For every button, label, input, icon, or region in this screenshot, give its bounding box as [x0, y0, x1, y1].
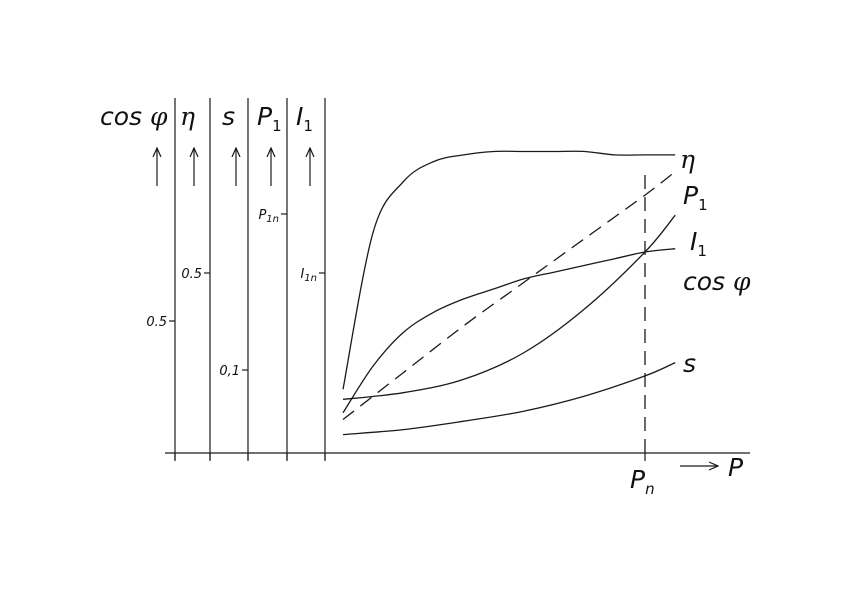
axis-tick-label-3: P1n [258, 208, 279, 225]
series-label-0: η [680, 145, 695, 174]
axis-tick-label-2: 0,1 [219, 364, 240, 379]
series-line-1 [342, 171, 676, 421]
series-label-4: s [683, 349, 696, 378]
scale-axis-label-3: P1 [257, 102, 282, 135]
series-label-2: I1 [690, 227, 707, 260]
scale-axis-label-2: s [222, 102, 235, 131]
x-axis-label: P [728, 453, 744, 482]
scale-axis-label-4: I1 [296, 102, 313, 135]
series-line-3 [342, 248, 676, 414]
scale-axis-label-1: η [180, 102, 195, 131]
series-line-2 [342, 214, 676, 401]
rated-power-label: Pn [630, 465, 655, 498]
axis-tick-label-4: I1n [300, 267, 317, 284]
scale-axis-label-0: cos φ [100, 102, 168, 131]
axis-tick-label-0: 0.5 [146, 315, 167, 330]
series-label-1: P1 [683, 181, 708, 214]
series-label-3: cos φ [683, 267, 751, 296]
axis-tick-label-1: 0.5 [181, 267, 202, 282]
x-ticks [174, 453, 326, 461]
series-line-4 [342, 362, 676, 436]
series-line-0 [342, 150, 676, 390]
